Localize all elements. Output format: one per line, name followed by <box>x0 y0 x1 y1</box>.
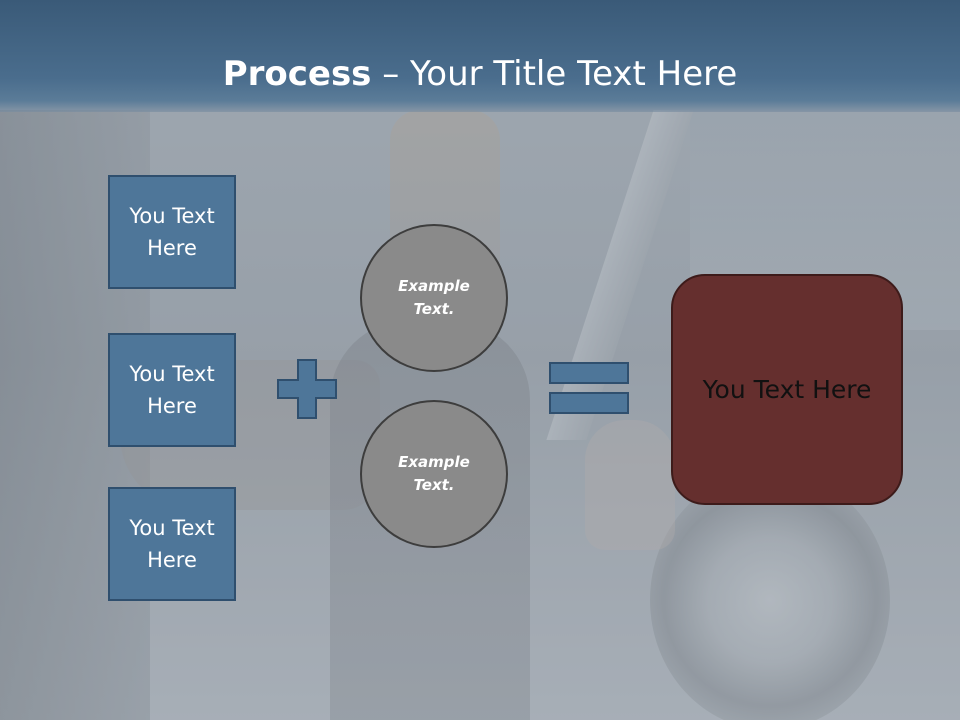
background-hand <box>585 420 675 550</box>
result-label: You Text Here <box>702 375 872 404</box>
title-rest: – Your Title Text Here <box>371 54 738 94</box>
process-box-2[interactable]: You Text Here <box>108 333 236 447</box>
process-box-label: You Text Here <box>129 204 215 260</box>
slide-title[interactable]: Process – Your Title Text Here <box>0 52 960 96</box>
process-box-3[interactable]: You Text Here <box>108 487 236 601</box>
example-circle-2[interactable]: Example Text. <box>360 400 508 548</box>
process-box-label: You Text Here <box>129 516 215 572</box>
process-box-1[interactable]: You Text Here <box>108 175 236 289</box>
process-box-label: You Text Here <box>129 362 215 418</box>
title-bar <box>0 0 960 112</box>
plus-icon <box>277 359 337 419</box>
example-circle-label: Example Text. <box>398 453 470 494</box>
equals-icon <box>549 362 629 414</box>
result-box[interactable]: You Text Here <box>671 274 903 505</box>
background-wheel <box>650 470 890 720</box>
example-circle-label: Example Text. <box>398 277 470 318</box>
title-bold: Process <box>222 54 372 94</box>
example-circle-1[interactable]: Example Text. <box>360 224 508 372</box>
